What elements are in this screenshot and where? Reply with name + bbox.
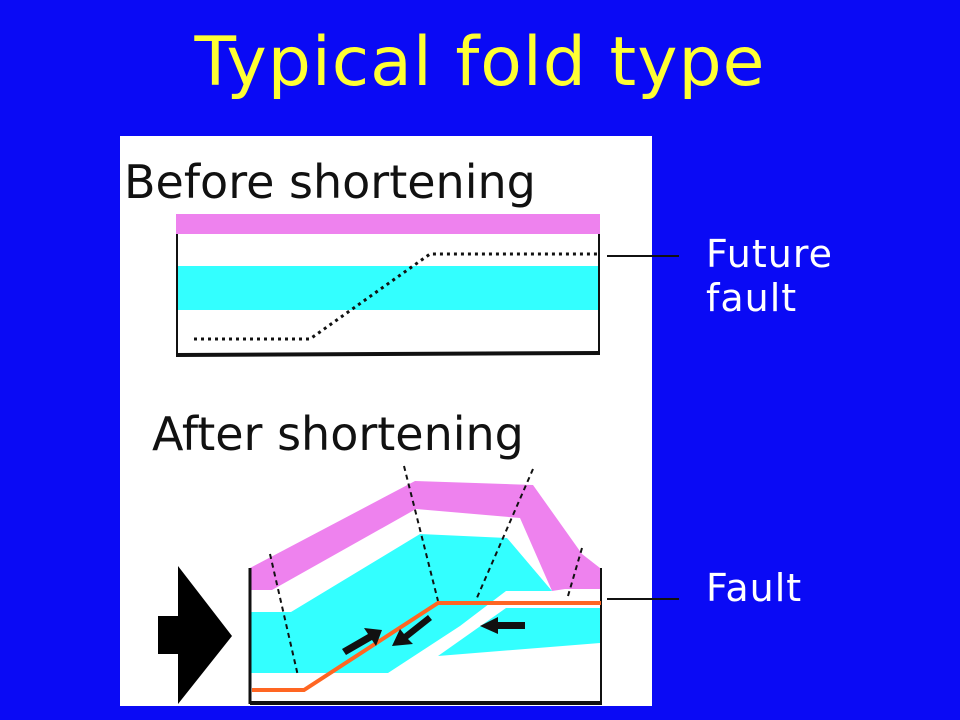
slip-arrow-up-left [342,628,382,655]
future-fault-label-line2: fault [706,276,798,320]
push-arrow-icon [158,566,232,704]
after-top-layer [250,481,600,591]
axial-line-1 [269,553,299,677]
fault-line [252,601,601,692]
after-middle-lower-left [250,658,310,673]
after-block [158,465,602,705]
before-shortening-heading: Before shortening [124,155,536,209]
before-top-layer [176,214,600,234]
future-fault-label-line1: Future [706,232,834,276]
slip-arrows [342,615,525,655]
after-middle-layer-hanging [250,534,552,673]
after-middle-layer-footwall [438,608,600,656]
future-fault-label: Future fault [706,232,886,320]
axial-line-3 [475,468,534,601]
slip-arrow-down-right [392,615,432,646]
before-block [175,214,601,357]
slip-arrow-left [480,617,525,634]
slide-title: Typical fold type [194,23,766,102]
diagram-panel: Before shortening After shortening [120,136,652,706]
fold-diagram: Before shortening After shortening [124,155,602,705]
fault-label: Fault [706,566,803,610]
fault-leader-line [607,598,679,600]
before-base-line [175,351,601,357]
after-shortening-heading: After shortening [152,407,524,461]
future-fault-dotted-line [194,252,600,341]
before-middle-layer [176,266,600,310]
future-fault-leader-line [607,255,679,257]
